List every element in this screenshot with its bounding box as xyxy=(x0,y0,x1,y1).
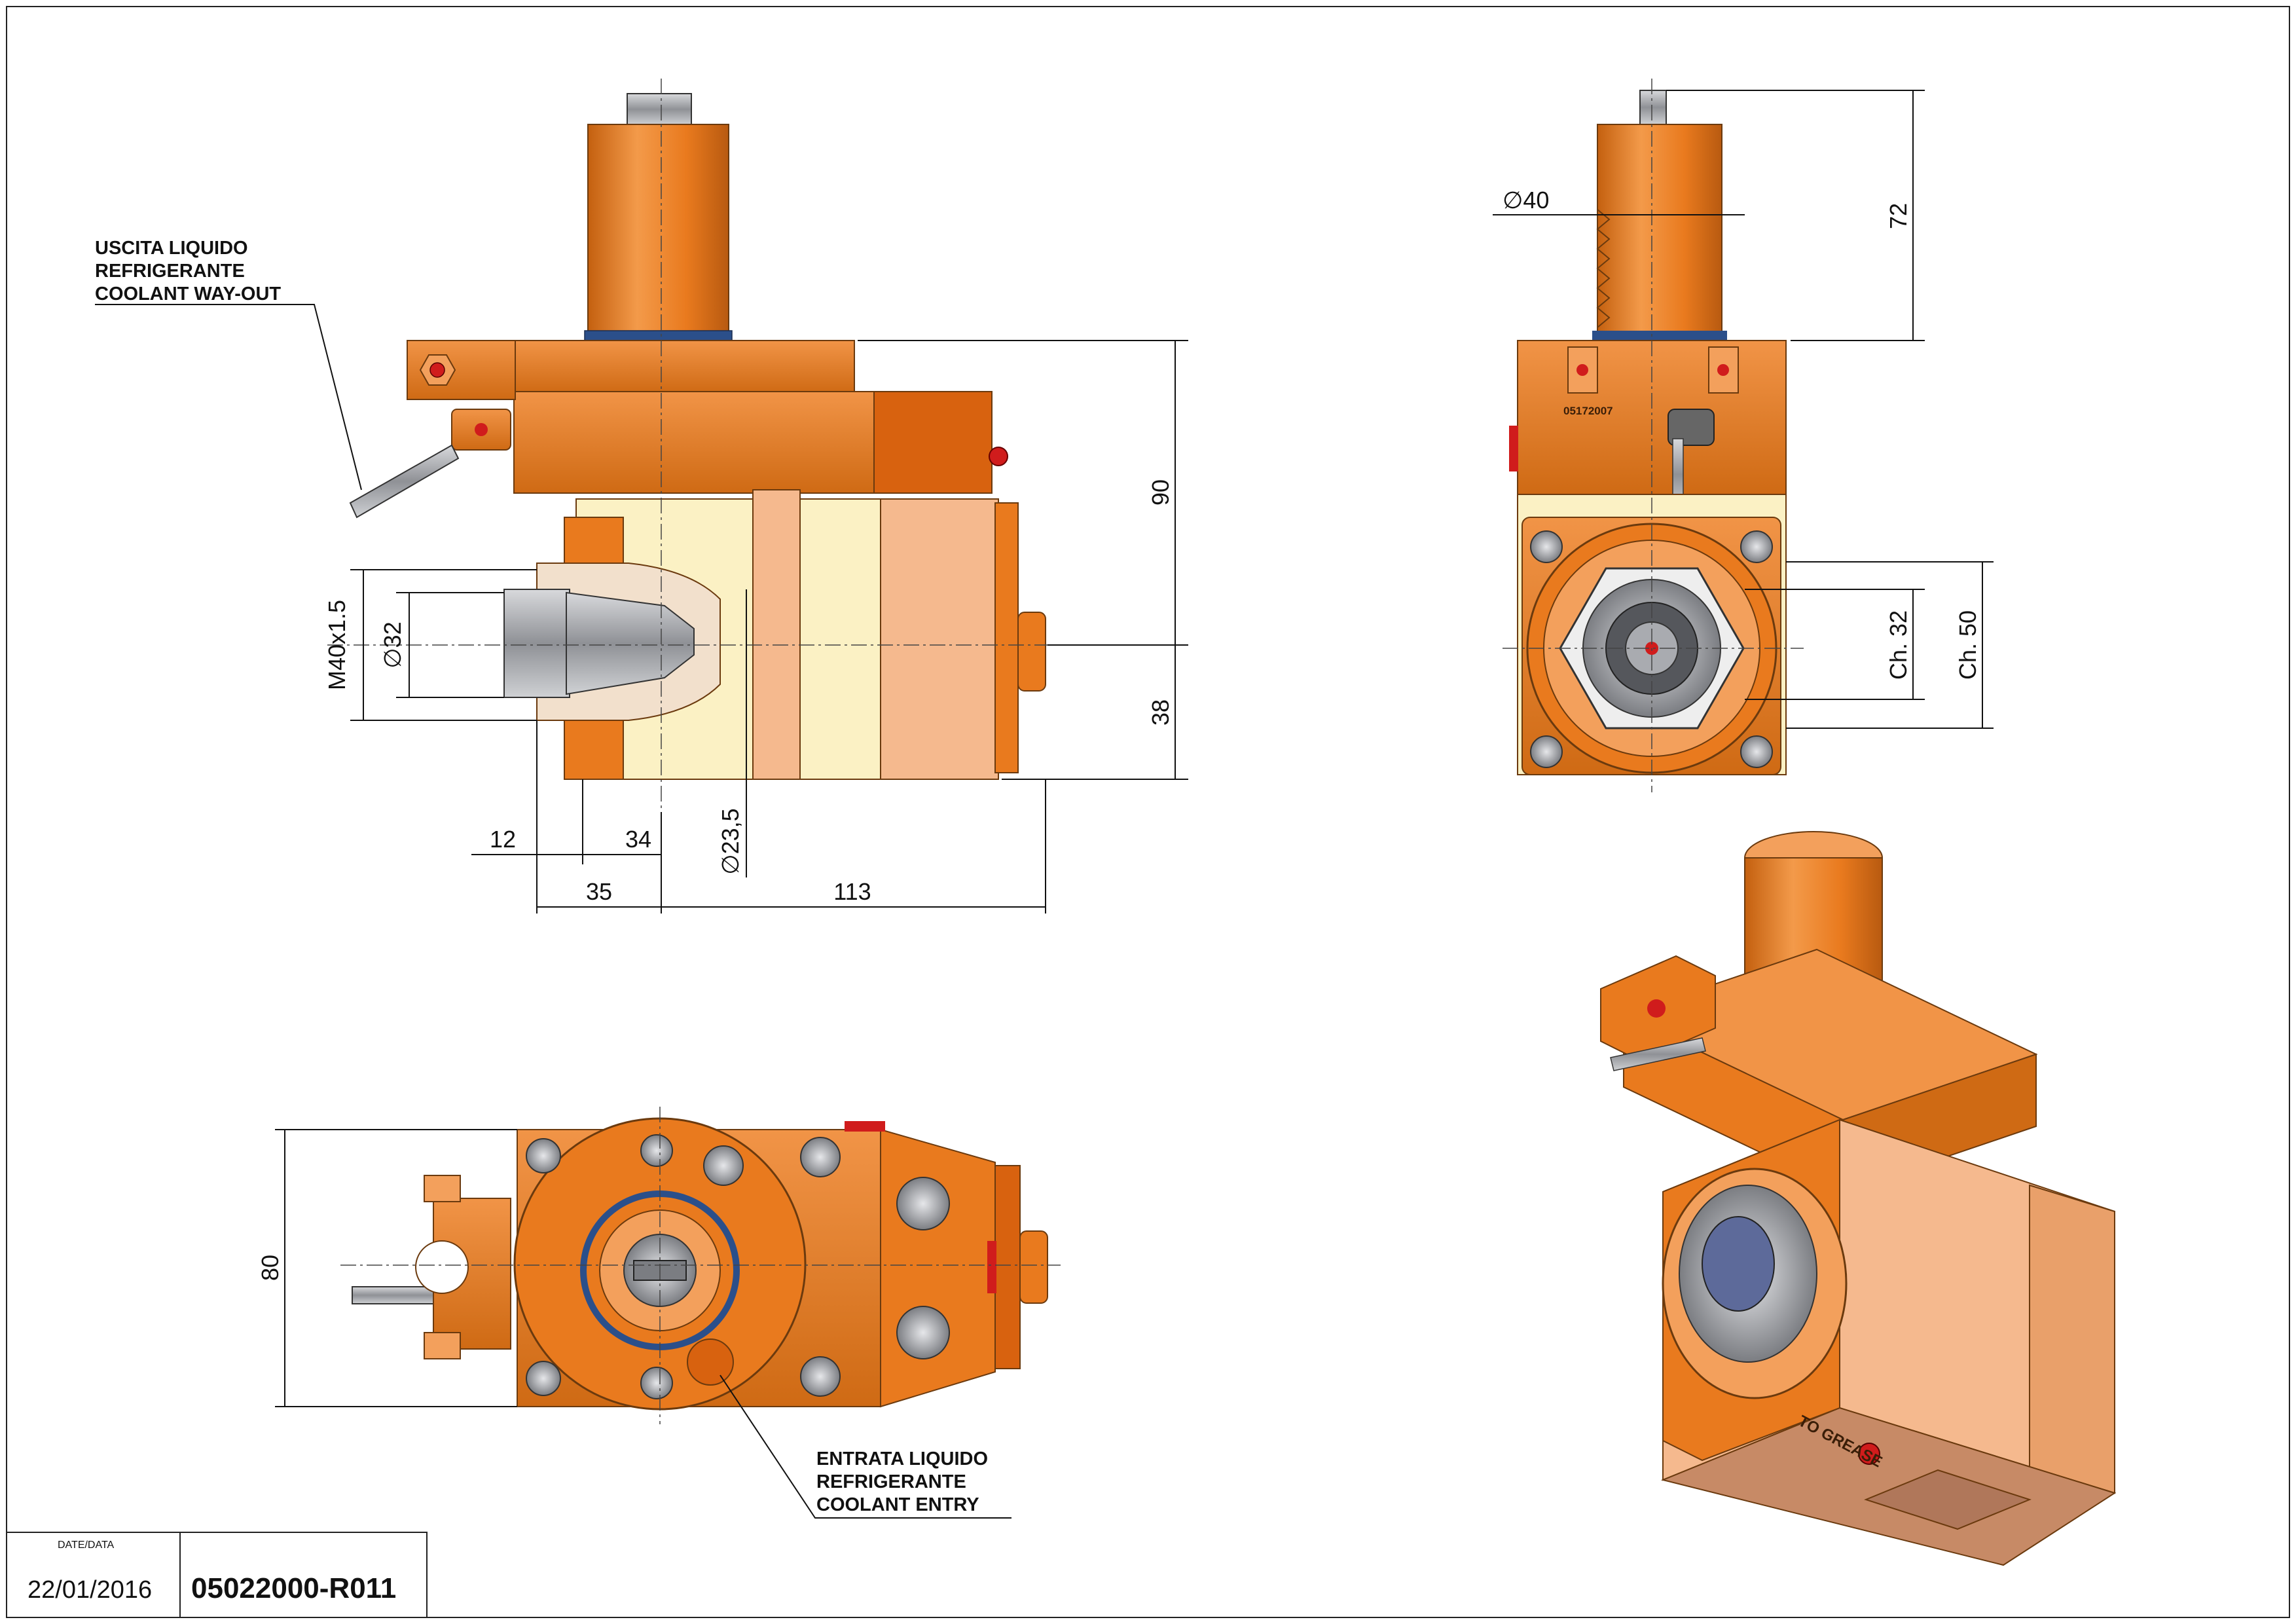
end-bolt-tl-icon xyxy=(1530,530,1563,563)
iso-grease-red-icon xyxy=(1858,1443,1880,1465)
date-label: DATE/DATA xyxy=(58,1540,115,1551)
end-coolant-valve xyxy=(1667,409,1715,446)
title-block-frame xyxy=(6,1532,428,1618)
iso-bottom-pad xyxy=(1864,1469,2032,1530)
iso-bracket-red-icon xyxy=(1647,999,1666,1018)
lower-housing-cap xyxy=(994,502,1019,773)
upper-body xyxy=(513,340,855,394)
top-rear-boss xyxy=(1019,1230,1048,1304)
coolant-in-label-line1: ENTRATA LIQUIDO xyxy=(816,1449,988,1469)
dim-38: 38 xyxy=(1147,699,1174,726)
end-bolt-tr-icon xyxy=(1740,530,1773,563)
dim-ch50: Ch. 50 xyxy=(1954,610,1981,680)
top-bracket-hole xyxy=(415,1240,469,1294)
top-bracket xyxy=(433,1198,511,1350)
coolant-out-label-line3: COOLANT WAY-OUT xyxy=(95,284,281,304)
end-nut-right-red-icon xyxy=(1717,364,1729,376)
collet-nut xyxy=(503,589,570,698)
dim-35: 35 xyxy=(586,878,612,905)
lower-housing-bar xyxy=(752,489,801,780)
top-bolt-3-icon xyxy=(640,1134,673,1167)
side-view: USCITA LIQUIDO REFRIGERANTE COOLANT WAY-… xyxy=(95,79,1188,913)
iso-body-right-shade xyxy=(2029,1184,2115,1494)
coolant-out-leader xyxy=(95,304,362,490)
collet-body xyxy=(566,591,695,695)
red-port-icon xyxy=(989,447,1008,466)
drive-shaft-nut xyxy=(627,93,692,126)
end-nut-left-red-icon xyxy=(1576,364,1588,376)
end-drive-cylinder xyxy=(1597,124,1722,336)
iso-collet-bore xyxy=(1702,1216,1775,1312)
top-bracket-nut-top xyxy=(424,1175,461,1202)
top-bolt-4-icon xyxy=(640,1367,673,1399)
dim-d32: ∅32 xyxy=(379,621,406,668)
end-bolt-bl-icon xyxy=(1530,735,1563,768)
dim-34: 34 xyxy=(625,826,651,853)
isometric-view: TO GREASE xyxy=(1600,831,2117,1566)
top-pin xyxy=(352,1286,435,1304)
dim-12: 12 xyxy=(490,826,516,853)
rear-boss xyxy=(1017,612,1046,692)
coolant-pipe xyxy=(349,444,460,519)
end-nut-left xyxy=(1567,346,1598,394)
end-upper-block xyxy=(1517,340,1787,495)
coolant-in-leader xyxy=(720,1375,1011,1519)
lower-housing-mid xyxy=(799,498,883,780)
end-view: 05172007 ∅40 72 Ch. 32 Ch. 5 xyxy=(1493,79,1994,792)
lower-housing-right xyxy=(880,498,999,780)
dim-ch32: Ch. 32 xyxy=(1885,610,1912,680)
top-red-port-icon xyxy=(987,1241,996,1293)
bracket-red-screw-icon xyxy=(429,362,445,378)
iso-bottom-face xyxy=(1660,1407,2117,1566)
main-head-shade xyxy=(873,391,993,494)
coolant-out-label-line2: REFRIGERANTE xyxy=(95,261,245,282)
dim-90: 90 xyxy=(1147,479,1174,506)
dim-72: 72 xyxy=(1885,203,1912,229)
coolant-out-label-line1: USCITA LIQUIDO xyxy=(95,238,248,259)
dim-m40: M40x1.5 xyxy=(323,600,350,690)
drawing-date: 22/01/2016 xyxy=(27,1576,152,1604)
dim-80: 80 xyxy=(257,1255,283,1281)
end-serial-marking: 05172007 xyxy=(1563,405,1613,417)
top-bolt-8-icon xyxy=(896,1177,950,1230)
top-bolt-9-icon xyxy=(896,1306,950,1359)
coolant-in-label-line3: COOLANT ENTRY xyxy=(816,1494,979,1515)
top-view: 80 ENTRATA LIQUIDO REFRIGERANTE COOLANT … xyxy=(257,1107,1061,1519)
sheet-border xyxy=(6,6,2290,1618)
end-red-port-icon xyxy=(1509,426,1518,471)
end-spline-teeth xyxy=(1596,209,1611,328)
drawing-code: 05022000-R011 xyxy=(191,1572,396,1604)
top-nose xyxy=(880,1128,996,1408)
top-bolt-5-icon xyxy=(703,1145,744,1186)
coolant-in-label-line2: REFRIGERANTE xyxy=(816,1471,966,1492)
dim-113: 113 xyxy=(833,878,871,905)
top-nose-cap xyxy=(994,1165,1021,1369)
top-bolt-6-icon xyxy=(800,1137,841,1177)
end-bolt-br-icon xyxy=(1740,735,1773,768)
top-bolt-2-icon xyxy=(526,1361,561,1396)
drive-cylinder xyxy=(587,124,729,336)
title-block: DATE/DATA 22/01/2016 05022000-R011 xyxy=(6,1532,428,1618)
top-bolt-7-icon xyxy=(800,1356,841,1397)
top-bracket-nut-bottom xyxy=(424,1332,461,1359)
end-shaft-tip xyxy=(1639,90,1667,125)
top-bolt-1-icon xyxy=(526,1138,561,1173)
top-red-port-top-icon xyxy=(845,1121,885,1132)
top-coolant-entry-hole xyxy=(687,1338,734,1386)
end-collar xyxy=(1592,331,1727,342)
iso-coolant-pin xyxy=(1610,1037,1706,1071)
dim-d40: ∅40 xyxy=(1503,187,1549,213)
dim-d235: ∅23,5 xyxy=(717,808,744,874)
fitting-red-dot-icon xyxy=(475,423,488,436)
